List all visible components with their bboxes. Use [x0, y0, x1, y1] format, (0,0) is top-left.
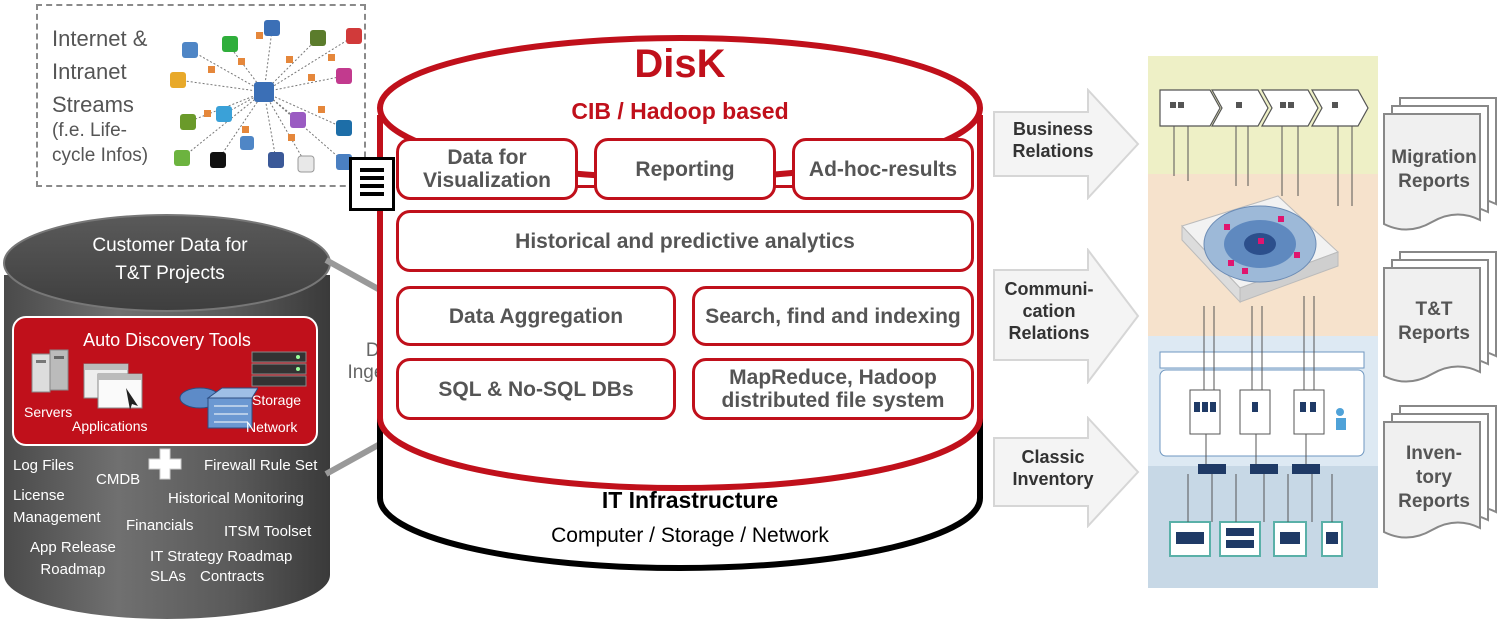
- communication-relations-arrow: [993, 248, 1140, 384]
- plus-icon: [148, 448, 182, 480]
- document-icon: [349, 157, 395, 211]
- contracts-label: Contracts: [200, 568, 265, 585]
- servers-label: Servers: [24, 404, 73, 420]
- itsm-label: ITSM Toolset: [224, 523, 312, 540]
- internet-streams-panel: Internet & Intranet Streams (f.e. Life- …: [36, 4, 366, 187]
- storage-label: Storage: [252, 392, 302, 408]
- internet-streams-subtitle: (f.e. Life- cycle Infos): [52, 120, 149, 166]
- sql-nosql-box: SQL & No-SQL DBs: [396, 358, 676, 420]
- storage-icon: [251, 351, 307, 387]
- reporting-box: Reporting: [594, 138, 776, 200]
- auto-discovery-panel: Auto Discovery Tools Servers Application…: [12, 316, 318, 446]
- historical-monitoring-label: Historical Monitoring: [168, 490, 304, 507]
- adhoc-results-box: Ad-hoc-results: [792, 138, 974, 200]
- inventory-reports-stack: [1383, 405, 1497, 539]
- financials-label: Financials: [126, 517, 194, 534]
- app-release-label: App Release Roadmap: [30, 539, 116, 578]
- migration-reports-stack: [1383, 97, 1497, 231]
- server-icon: [31, 349, 69, 393]
- network-label: Network: [246, 419, 298, 435]
- log-files-label: Log Files: [13, 457, 74, 474]
- auto-discovery-title: Auto Discovery Tools: [83, 330, 251, 350]
- disk-title: DisK: [634, 42, 726, 86]
- layered-architecture-diagram: [1148, 56, 1378, 588]
- firewall-label: Firewall Rule Set: [204, 457, 318, 474]
- it-strategy-label: IT Strategy Roadmap: [150, 548, 293, 565]
- customer-data-title: Customer Data for T&T Projects: [92, 235, 248, 284]
- applications-label: Applications: [72, 418, 148, 434]
- social-network-graph: [170, 20, 362, 173]
- business-relations-arrow: [993, 88, 1140, 200]
- search-indexing-box: Search, find and indexing: [692, 286, 974, 346]
- applications-icon: [83, 363, 143, 410]
- tt-reports-stack: [1383, 251, 1497, 383]
- slas-label: SLAs: [150, 568, 186, 585]
- license-management-label: License Management: [13, 487, 101, 526]
- network-icon: [179, 387, 258, 429]
- cmdb-label: CMDB: [96, 471, 141, 488]
- data-aggregation-box: Data Aggregation: [396, 286, 676, 346]
- internet-streams-title: Internet & Intranet Streams: [52, 26, 148, 117]
- disk-subtitle: CIB / Hadoop based: [571, 98, 789, 124]
- it-infrastructure-title: IT Infrastructure: [601, 487, 779, 513]
- analytics-box: Historical and predictive analytics: [396, 210, 974, 272]
- it-infrastructure-subtitle: Computer / Storage / Network: [551, 524, 829, 547]
- classic-inventory-arrow: [993, 416, 1140, 528]
